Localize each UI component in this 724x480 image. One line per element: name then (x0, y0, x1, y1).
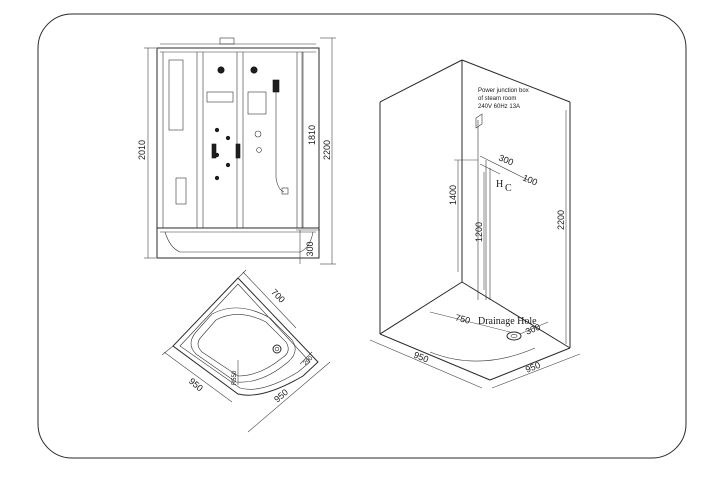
drainage-hole-icon (506, 331, 522, 341)
label-cold: C (505, 183, 512, 194)
junction-box (475, 113, 483, 129)
dim-floor-right: 950 (524, 360, 542, 375)
plan-view: R550 700 950 950 200 (161, 269, 331, 433)
junction-label-3: 240V 60Hz 13A (478, 104, 520, 110)
hand-shower-icon (272, 79, 280, 93)
dim-left-side: 950 (187, 376, 205, 393)
dim-tray-height: 300 (305, 241, 315, 256)
dim-hc-offset: 100 (521, 173, 539, 188)
drainage-label: Drainage Hole (478, 316, 537, 327)
shelf-panel (206, 91, 234, 103)
dim-height-1200: 1200 (474, 222, 484, 242)
label-hot: H (496, 179, 503, 190)
junction-label-2: of steam room (478, 96, 516, 102)
door-handle-left (211, 143, 217, 159)
top-light-left (217, 66, 225, 74)
side-shelf (175, 177, 187, 205)
basin (190, 307, 296, 383)
isometric-room-view: Power junction box of steam room 240V 60… (369, 59, 581, 389)
top-fitting (219, 37, 235, 45)
dim-height-1400: 1400 (448, 185, 458, 205)
tray-outline (172, 277, 319, 396)
dim-height-2200: 2200 (556, 210, 566, 230)
left-mirror-panel (168, 59, 184, 131)
control-panel (247, 91, 267, 115)
dim-edge-top: 700 (269, 287, 287, 305)
junction-label-1: Power junction box (478, 88, 529, 94)
dim-hc-spacing: 300 (497, 153, 515, 168)
door-handle-right (235, 143, 241, 159)
top-light-right (250, 66, 258, 74)
drain-icon (272, 344, 282, 354)
dim-drain-750: 750 (454, 312, 471, 325)
dim-panel-height: 1810 (307, 125, 317, 145)
dim-radius: R550 (232, 370, 238, 385)
drawing-frame (37, 13, 687, 459)
dim-floor-left: 950 (412, 350, 430, 365)
dim-corner: 200 (303, 355, 315, 366)
front-elevation-view: 2010 1810 2200 300 (137, 37, 336, 265)
dim-left-height: 2010 (137, 140, 147, 160)
dim-total-height: 2200 (322, 140, 332, 160)
